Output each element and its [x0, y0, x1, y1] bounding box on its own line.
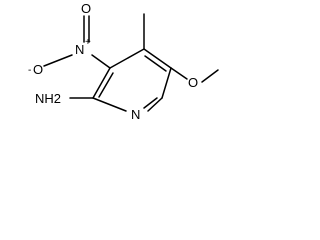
- double-bond-c6-n1: [143, 97, 158, 109]
- bond-c5-c6: [161, 67, 172, 99]
- nitro-nitrogen-label: N: [75, 42, 84, 57]
- bond-c3-nitro-n: [91, 54, 111, 69]
- chemical-structure: N N + O O - NH2 O: [28, 1, 219, 122]
- bond-c6-n1: [147, 97, 163, 112]
- bond-nitro-n-o-left: [43, 54, 73, 67]
- bond-n1-c2: [92, 97, 127, 112]
- nitro-minus-charge: -: [28, 65, 31, 76]
- nitro-oxygen-top-label: O: [81, 1, 91, 16]
- bond-c2-c3: [92, 67, 111, 99]
- double-bond-c2-c3: [98, 72, 114, 98]
- ring-nitrogen-label: N: [131, 107, 140, 122]
- amine-label: NH2: [35, 91, 61, 106]
- methoxy-oxygen-label: O: [188, 75, 198, 90]
- bond-c6-methoxy-o: [170, 67, 188, 80]
- double-bond-c4-c5: [144, 55, 167, 72]
- nitro-oxygen-left-label: O: [33, 62, 43, 77]
- nitro-plus-charge: +: [85, 37, 91, 48]
- bond-methoxy-o-methyl: [201, 69, 219, 83]
- bond-c3-c4: [109, 48, 145, 69]
- bond-c4-c5: [143, 48, 172, 69]
